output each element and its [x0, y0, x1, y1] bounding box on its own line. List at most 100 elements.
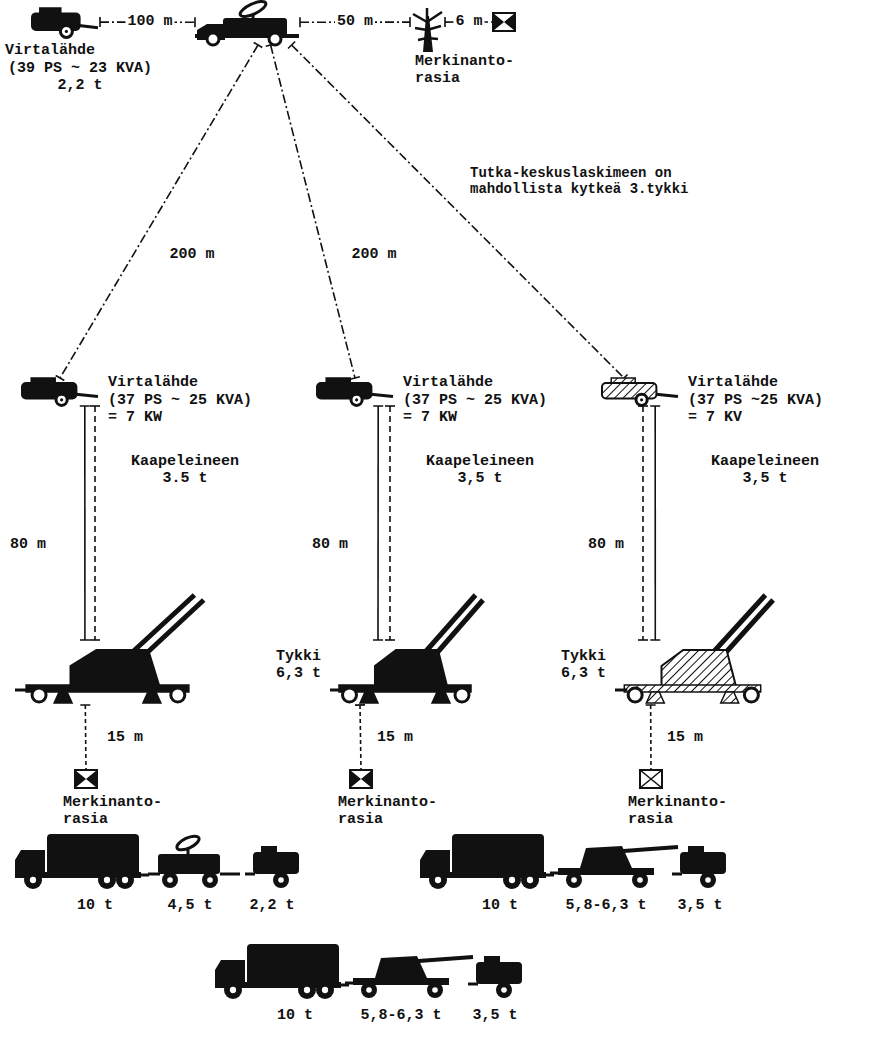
dimension-tick: [288, 41, 295, 48]
weight-label: 5,8-6,3 t: [360, 1007, 441, 1024]
radar-trailer: [175, 833, 201, 852]
weight-label: 2,2 t: [249, 897, 294, 914]
cable-line: [94, 406, 96, 640]
dimension-line: [650, 705, 652, 770]
dimension-tick: [254, 42, 263, 47]
equipment-drawing: [32, 8, 98, 37]
signal-box: Merkinanto- rasia: [350, 770, 372, 788]
dimension-tick: [650, 639, 660, 641]
dimension-label: 50 m: [335, 13, 375, 30]
gun-drawing: [615, 689, 627, 692]
weight-label: 3,5 t: [472, 1007, 517, 1024]
radar-trailer: [167, 877, 173, 883]
cable-line: [389, 406, 391, 640]
dimension-tick: [650, 405, 660, 407]
truck: [247, 944, 339, 986]
gun-drawing: [54, 692, 72, 703]
gun-drawing: [15, 689, 30, 692]
truck: [47, 834, 139, 876]
dimension-label: 200 m: [167, 246, 216, 263]
equipment-icon: [640, 770, 662, 788]
gun-trailer: [427, 982, 443, 998]
weight-label: 5,8-6,3 t: [565, 897, 646, 914]
equipment-label: Tykki 6,3 t: [561, 648, 613, 683]
dimension-tick: [350, 377, 360, 379]
equipment-label: Merkinanto- rasia: [338, 794, 443, 829]
generator-trailer: [680, 852, 726, 874]
dimension-label: 15 m: [375, 729, 415, 746]
truck: [452, 834, 544, 876]
dimension-label: 6 m: [453, 13, 484, 30]
equipment-drawing: [269, 33, 281, 45]
weight-label: 10 t: [77, 897, 113, 914]
equipment-drawing: [493, 13, 515, 31]
dimension-line: [60, 45, 258, 378]
truck: [98, 871, 116, 889]
equipment-drawing: [60, 398, 63, 401]
truck: [322, 987, 328, 993]
radar-trailer: [158, 854, 220, 874]
equipment-drawing: [317, 378, 393, 405]
equipment-drawing: [79, 25, 98, 27]
truck: [527, 877, 533, 883]
equipment-drawing: [317, 383, 371, 398]
equipment-drawing: [427, 38, 438, 39]
equipment-label: Merkinanto- rasia: [628, 794, 733, 829]
truck: [24, 871, 42, 889]
equipment-drawing: [636, 394, 647, 405]
cable-line: [385, 639, 395, 641]
gun-trailer: [566, 872, 582, 888]
truck: [224, 981, 242, 999]
gun-trailer: [571, 877, 577, 883]
gun-drawing: [375, 650, 447, 686]
tree-mast: [410, 8, 445, 52]
gun-drawing: [26, 685, 189, 692]
equipment-icon: [410, 8, 445, 52]
radar-vehicle: [195, 2, 300, 45]
truck: [215, 944, 349, 999]
equipment-drawing: [75, 770, 97, 788]
truck: [429, 871, 447, 889]
gun-trailer: [366, 987, 372, 993]
dimension-label: 200 m: [349, 246, 398, 263]
equipment-drawing: [602, 378, 678, 405]
gun-drawing: [420, 595, 476, 658]
equipment-drawing: [65, 30, 68, 33]
gun-drawing: [615, 595, 773, 703]
equipment-drawing: [350, 770, 372, 788]
equipment-label: Merkinanto- rasia: [63, 794, 168, 829]
equipment-drawing: [426, 8, 429, 18]
equipment-icon: [615, 640, 770, 705]
gun-drawing: [455, 688, 469, 702]
equipment-label: (39 PS ~ 23 KVA) 2,2 t: [5, 60, 155, 95]
equipment-heading: Virtalähde: [688, 374, 838, 391]
gun-drawing: [708, 595, 765, 658]
gun-drawing: [646, 692, 664, 703]
dimension-line: [377, 406, 379, 640]
equipment-drawing: [413, 14, 427, 22]
truck: [420, 834, 554, 889]
equipment-drawing: [640, 770, 662, 788]
equipment-icon: [350, 770, 372, 788]
truck: [298, 981, 316, 999]
equipment-icon: [75, 770, 97, 788]
generator-trailer: [496, 982, 512, 998]
radar-trailer: [202, 872, 218, 888]
dimension-label: 80 m: [310, 536, 350, 553]
equipment-drawing: [22, 383, 76, 398]
truck: [104, 877, 110, 883]
truck: [435, 877, 441, 883]
equipment-drawing: [493, 13, 515, 31]
truck: [230, 987, 236, 993]
gun-drawing: [343, 688, 357, 702]
equipment-heading: Virtalähde: [5, 42, 155, 59]
equipment-drawing: [207, 33, 219, 45]
generator-trailer: [261, 846, 277, 853]
equipment-drawing: [238, 0, 268, 19]
cable-line: [638, 639, 648, 641]
truck: [139, 874, 149, 877]
equipment-label: Kaapeleineen 3,5 t: [705, 453, 825, 488]
gun-trailer: [550, 846, 678, 888]
equipment-drawing: [640, 770, 662, 788]
